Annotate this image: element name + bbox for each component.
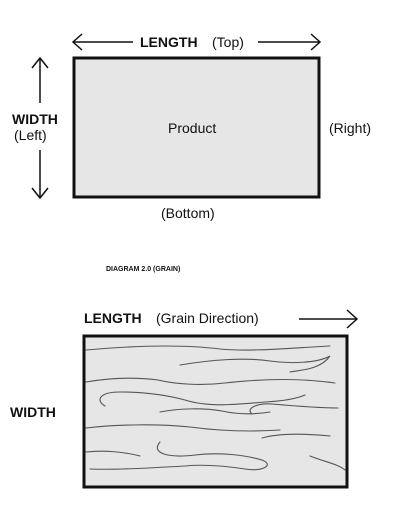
grain-line [85, 424, 281, 432]
length-arrow-left-head [71, 33, 83, 51]
diagram-caption: DIAGRAM 2.0 (GRAIN) [106, 266, 181, 273]
width-qualifier: (Left) [14, 127, 47, 143]
grain-line [159, 408, 271, 415]
grain-arrow-head [346, 309, 359, 329]
grain-line [261, 433, 331, 439]
right-label: (Right) [329, 120, 372, 136]
grain-length-label: LENGTH [84, 310, 142, 326]
grain-width-label: WIDTH [10, 404, 56, 420]
grain-line [85, 345, 331, 351]
board-rectangle [82, 334, 349, 489]
grain-line [99, 391, 306, 407]
grain-line [179, 355, 331, 373]
length-label: LENGTH [140, 34, 198, 50]
length-arrow-right-head [310, 33, 322, 51]
grain-line [309, 455, 346, 471]
product-orientation-diagram [31, 33, 322, 200]
width-label: WIDTH [12, 111, 58, 127]
bottom-label: (Bottom) [161, 205, 215, 221]
product-label: Product [168, 120, 217, 136]
width-arrow-top-head [31, 56, 49, 69]
grain-line [89, 441, 268, 471]
width-arrow-bottom-head [31, 187, 49, 200]
grain-line [249, 403, 339, 415]
grain-line [85, 377, 336, 385]
length-qualifier: (Top) [212, 34, 244, 50]
grain-line [85, 450, 141, 457]
grain-length-qualifier: (Grain Direction) [156, 310, 259, 326]
product-rectangle [72, 56, 321, 199]
